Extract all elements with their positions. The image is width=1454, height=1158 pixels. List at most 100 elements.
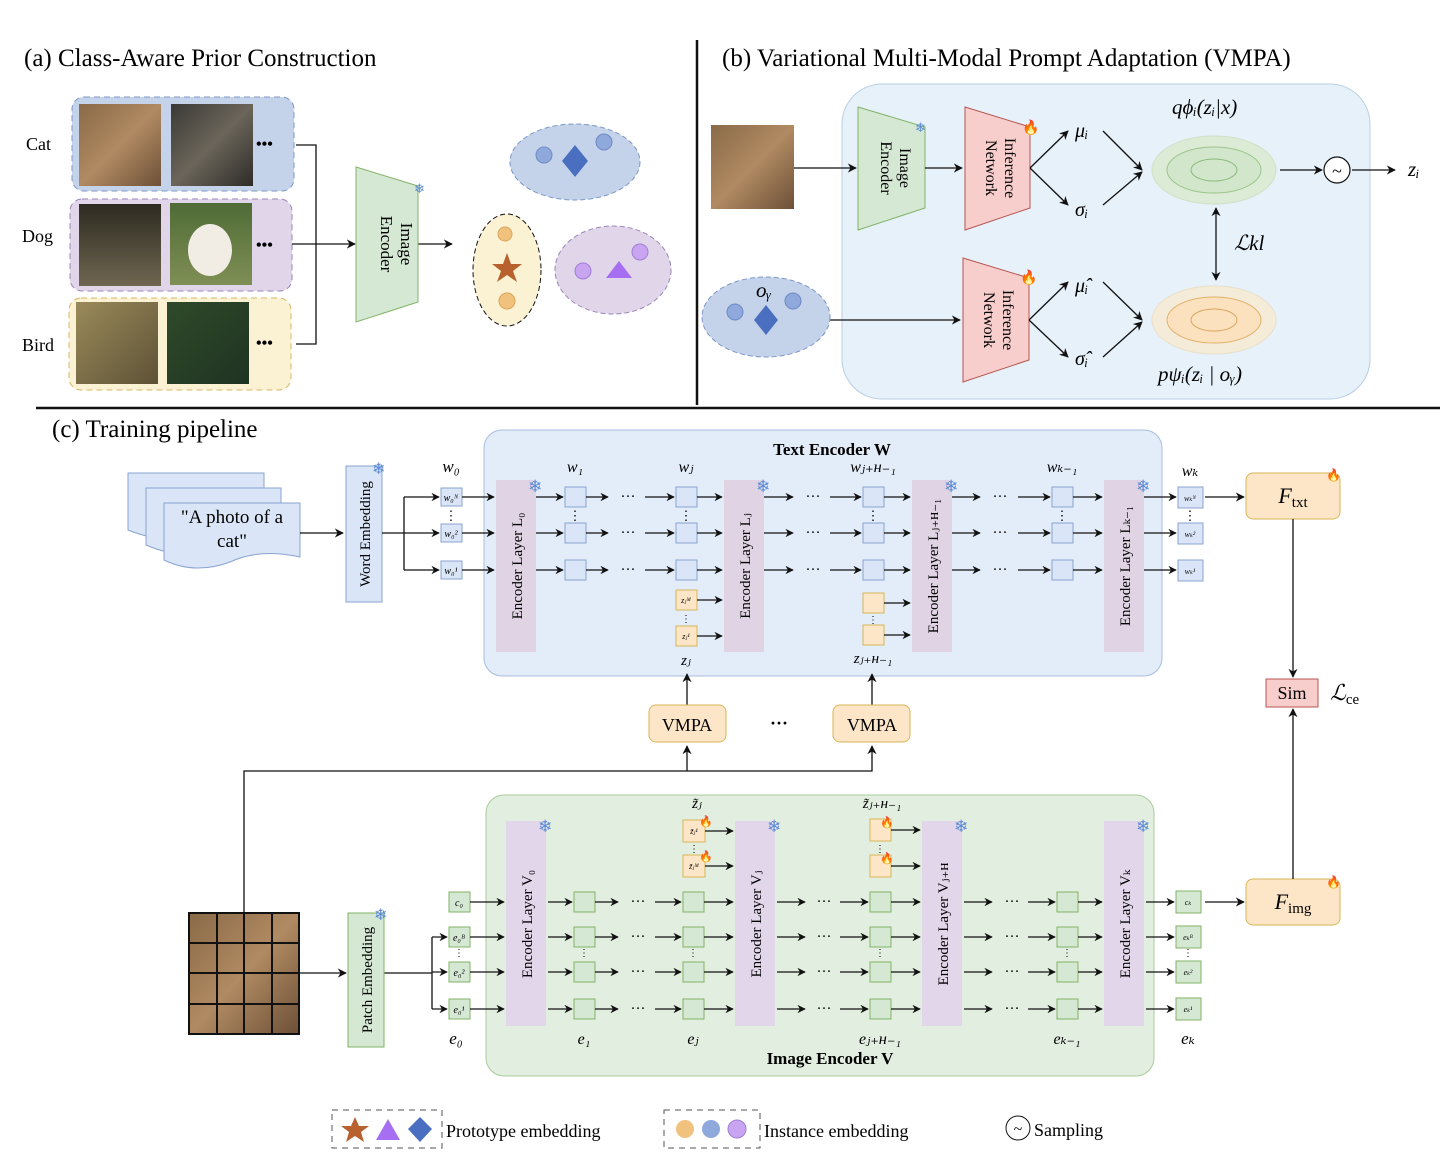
vmpa-routing: [243, 673, 877, 913]
snowflake-icon: ❄: [915, 120, 926, 135]
image-encoder-b: [857, 106, 926, 231]
vdots: ⋮: [569, 508, 582, 523]
fire-icon: 🔥: [1022, 119, 1039, 136]
text-encoder-layer: [912, 480, 952, 652]
inference-network-phi-label: InferenceNetwork: [982, 138, 1018, 198]
dots: ···: [806, 489, 821, 505]
text-encoder-layer: [496, 480, 536, 652]
snowflake-icon: ❄: [756, 477, 770, 496]
eK-token: [1175, 997, 1202, 1021]
image-token: [1056, 926, 1079, 948]
e0-token-label: e₀ᴮ: [453, 933, 465, 944]
vdots: ⋮: [1056, 508, 1069, 523]
fire-icon: 🔥: [699, 815, 713, 828]
snowflake-icon: ❄: [528, 477, 542, 496]
image-token: [573, 961, 596, 983]
dots: ···: [621, 525, 636, 541]
instance-dot: [574, 262, 592, 280]
eK-token-label: eₖᴮ: [1183, 933, 1193, 942]
image-token-flow: c₀e₀ᴮe₀²e₀¹⋮e₀⋮e₁⋮eⱼ⋮eⱼ₊ʜ₋₁⋮eₖ₋₁········…: [384, 796, 1202, 1048]
text-token: [564, 486, 587, 508]
wK-token: [1177, 559, 1204, 582]
snowflake-icon: ❄: [1136, 817, 1150, 836]
vmpa-block-2-label: VMPA: [847, 715, 897, 735]
prompt-document-stack: [127, 472, 301, 569]
col-label: eₖ₋₁: [1054, 1031, 1081, 1048]
dots: ···: [817, 1001, 832, 1017]
prior-label: pψᵢ(zᵢ | oᵧ): [1156, 362, 1242, 386]
vdots: ⋮: [688, 948, 698, 959]
e0-token-label: c₀: [455, 898, 463, 909]
snowflake-icon: ❄: [374, 907, 387, 924]
image-token: [869, 926, 892, 948]
dots: ···: [806, 562, 821, 578]
kl-loss-label: ℒkl: [1234, 231, 1264, 255]
col-label: e₁: [578, 1031, 591, 1048]
ellipsis: •••: [256, 237, 273, 254]
eK-token: [1175, 890, 1202, 914]
text-token: [675, 559, 698, 581]
panel-b-title: (b) Variational Multi-Modal Prompt Adapt…: [722, 45, 1291, 72]
cat-image-1: [79, 104, 161, 186]
vmpa-block-2[interactable]: [832, 704, 911, 743]
dots: ···: [993, 562, 1008, 578]
zt-token-label: z̃ⱼ¹: [689, 827, 698, 836]
instance-dot: [497, 226, 513, 242]
eK-token: [1175, 925, 1202, 949]
zt-label: z̃ⱼ: [691, 796, 702, 812]
dots: ···: [621, 562, 636, 578]
posterior-distribution: [1151, 135, 1277, 205]
dots: ···: [817, 964, 832, 980]
image-token: [869, 891, 892, 913]
vmpa-block-1-label: VMPA: [662, 715, 712, 735]
image-token: [1056, 961, 1079, 983]
dots: ···: [993, 489, 1008, 505]
dots: ···: [817, 894, 832, 910]
vmpa-block-1[interactable]: [648, 704, 727, 743]
image-token: [573, 891, 596, 913]
text-encoder-layers: Encoder Layer L₀❄Encoder Layer Lⱼ❄Encode…: [496, 477, 1150, 652]
dots: ···: [621, 489, 636, 505]
ellipsis: •••: [256, 136, 273, 153]
o-y-label: oᵧ: [756, 278, 772, 302]
bird-image-2: [167, 302, 249, 384]
legend-orange-dot-icon: [676, 1120, 694, 1138]
prior-distribution: [1151, 285, 1277, 355]
dots: ···: [631, 964, 646, 980]
image-encoder-a: [355, 166, 419, 323]
ellipsis: •••: [256, 335, 273, 352]
dots: ···: [806, 525, 821, 541]
wK-token: [1177, 486, 1204, 509]
image-encoder-b-label: ImageEncoder: [877, 141, 913, 195]
dots: ···: [631, 894, 646, 910]
col-label: w₁: [567, 459, 583, 476]
legend-diamond-icon: [408, 1117, 432, 1142]
w0-token-label: w₀¹: [444, 566, 457, 577]
col-label-wK: wₖ: [1182, 463, 1199, 480]
z-i-output: zᵢ: [1407, 157, 1420, 181]
class-row-cat: Cat •••: [26, 96, 295, 192]
class-row-bird: Bird •••: [22, 297, 292, 391]
inference-network-phi: [964, 106, 1031, 231]
e0-token-label: e₀¹: [454, 1005, 465, 1016]
wK-token-label: wₖ¹: [1185, 567, 1196, 576]
prompt-text-line2: cat": [217, 531, 247, 552]
image-encoder-layer: [735, 821, 775, 1026]
ce-loss-label: ℒce: [1330, 680, 1360, 708]
legend-prototype-label: Prototype embedding: [446, 1121, 600, 1141]
word-embedding-box: [345, 465, 383, 603]
image-encoder-layers: Encoder Layer V₀❄Encoder Layer Vⱼ❄Encode…: [506, 817, 1150, 1026]
image-token: [573, 998, 596, 1020]
similarity-box: [1265, 678, 1319, 708]
instance-dot: [498, 292, 516, 310]
image-token: [869, 998, 892, 1020]
vdots: ⋮: [875, 948, 885, 959]
image-encoder-layer: [922, 821, 962, 1026]
text-layer-label: Encoder Layer Lⱼ: [738, 513, 754, 619]
col-label: eⱼ: [687, 1031, 699, 1048]
snowflake-icon: ❄: [954, 817, 968, 836]
legend: Prototype embedding Instance embedding ~…: [331, 1109, 1103, 1149]
image-layer-label: Encoder Layer Vⱼ: [749, 870, 765, 977]
